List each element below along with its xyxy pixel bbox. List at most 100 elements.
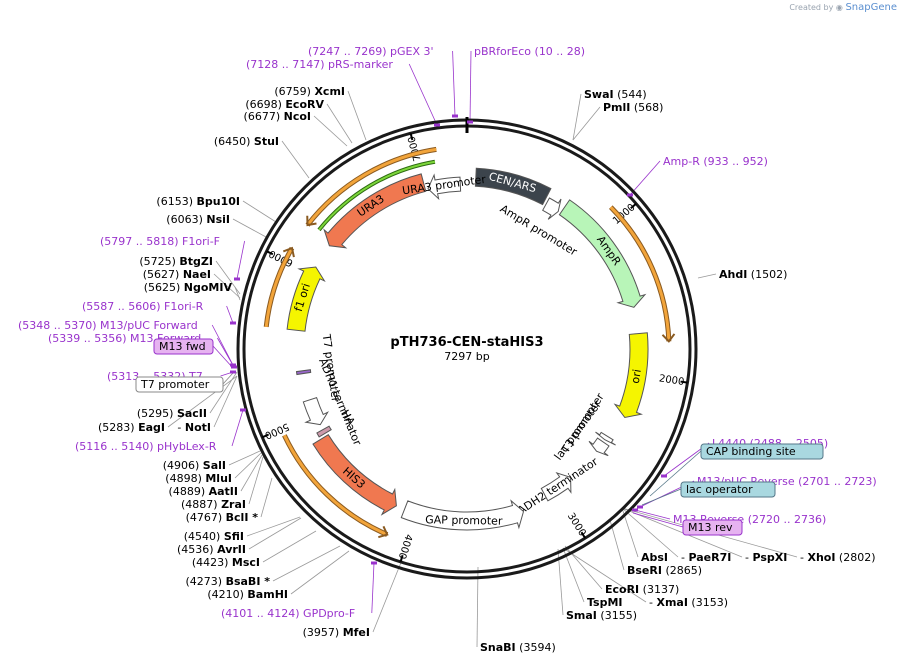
primer-label[interactable]: (5348 .. 5370) M13/pUC Forward <box>18 319 198 332</box>
svg-text:lac operator: lac operator <box>686 483 753 496</box>
enzyme-leader <box>347 90 367 141</box>
svg-text:CAP binding site: CAP binding site <box>706 445 796 458</box>
enzyme-label[interactable]: PmlI (568) <box>603 101 663 114</box>
enzyme-leader <box>234 452 262 479</box>
tick-mark <box>580 531 587 539</box>
enzyme-label[interactable]: (6450) StuI <box>214 135 279 148</box>
feature-ampr[interactable] <box>558 199 647 308</box>
enzyme-label[interactable]: TspMI <box>587 596 623 609</box>
snapgene-logo-icon: ◉ <box>835 3 843 12</box>
enzyme-leader <box>572 106 601 141</box>
enzyme-label[interactable]: (6698) EcoRV <box>245 98 324 111</box>
feature-lacp[interactable] <box>588 437 610 457</box>
feature-cen[interactable] <box>474 167 552 206</box>
boxed-feature-label[interactable]: M13 fwd <box>153 338 214 355</box>
enzyme-label[interactable]: (5725) BtgZI <box>139 255 213 268</box>
tick-mark <box>409 132 414 141</box>
enzyme-label[interactable]: SmaI (3155) <box>566 609 637 622</box>
enzyme-label[interactable]: (4887) ZraI <box>181 498 246 511</box>
enzyme-leader <box>476 566 479 648</box>
svg-text:M13 fwd: M13 fwd <box>159 340 206 353</box>
primer-label[interactable]: (7128 .. 7147) pRS-marker <box>246 58 393 71</box>
feature-ura3p[interactable] <box>427 173 462 201</box>
enzyme-label[interactable]: (5295) SacII <box>137 407 207 420</box>
enzyme-label[interactable]: (5627) NaeI <box>143 268 211 281</box>
boxed-feature-label[interactable]: M13 rev <box>682 519 743 536</box>
feature-ori[interactable] <box>613 332 649 419</box>
feature-label-gap: GAP promoter <box>425 513 503 527</box>
tick-mark <box>261 433 270 439</box>
feature-f1ori[interactable] <box>286 266 326 332</box>
primer-binding-mark <box>230 363 236 367</box>
enzyme-label[interactable]: (4889) AatII <box>169 485 238 498</box>
feature-adh2[interactable] <box>540 471 572 502</box>
enzyme-label[interactable]: (4273) BsaBI * <box>186 575 271 588</box>
enzyme-label[interactable]: (6759) XcmI <box>274 85 345 98</box>
enzyme-label[interactable]: SwaI (544) <box>584 88 647 101</box>
enzyme-label[interactable]: (5283) EagI <box>98 421 165 434</box>
boxed-feature-label[interactable]: T7 promoter <box>135 376 224 393</box>
primer-label[interactable]: (4101 .. 4124) GPDpro-F <box>221 607 355 620</box>
enzyme-label[interactable]: (3957) MfeI <box>303 626 370 639</box>
enzyme-label[interactable]: (6063) NsiI <box>166 213 230 226</box>
enzyme-label[interactable]: (4540) SfiI <box>184 530 244 543</box>
enzyme-leader <box>248 517 302 550</box>
enzyme-label[interactable]: (6153) Bpu10I <box>156 195 240 208</box>
enzyme-label[interactable]: - PspXI <box>745 551 787 564</box>
feature-ha[interactable] <box>316 425 332 438</box>
enzyme-label[interactable]: BseRI (2865) <box>627 564 702 577</box>
feature-ura3[interactable] <box>323 173 427 249</box>
primer-binding-mark <box>230 370 236 374</box>
primer-leader <box>217 337 235 368</box>
enzyme-label[interactable]: (4767) BclI * <box>186 511 259 524</box>
boxed-feature-label[interactable]: CAP binding site <box>700 443 824 460</box>
enzyme-label[interactable]: AbsI <box>641 551 668 564</box>
enzyme-label[interactable]: (4898) MluI <box>165 472 232 485</box>
primer-binding-mark <box>637 505 643 509</box>
tick-label: 7000 <box>407 135 424 162</box>
feature-amprp[interactable] <box>542 197 562 220</box>
primer-label[interactable]: (5797 .. 5818) F1ori-F <box>100 235 220 248</box>
enzyme-leader <box>609 519 625 571</box>
enzyme-label[interactable]: - PaeR7I <box>681 551 731 564</box>
enzyme-label[interactable]: (4210) BamHI <box>207 588 288 601</box>
enzyme-label[interactable]: - XmaI (3153) <box>649 596 728 609</box>
tick-label: 2000 <box>658 373 685 388</box>
enzyme-label[interactable]: (5625) NgoMIV <box>144 281 233 294</box>
feature-gap[interactable] <box>400 499 525 531</box>
enzyme-leader <box>240 454 263 492</box>
enzyme-label[interactable]: (4536) AvrII <box>177 543 246 556</box>
tick-label: 4000 <box>396 533 414 561</box>
primer-leader <box>371 562 375 614</box>
site-labels: SwaI (544)PmlI (568) AhdI (1502) (6759) Xc… <box>18 45 877 654</box>
enzyme-leader <box>562 547 647 603</box>
feature-his3[interactable] <box>312 434 397 516</box>
primer-label[interactable]: (5587 .. 5606) F1ori-R <box>82 300 204 313</box>
enzyme-label[interactable]: EcoRI (3137) <box>605 583 679 596</box>
enzyme-label[interactable]: (4423) MscI <box>192 556 260 569</box>
enzyme-leader <box>290 550 350 595</box>
primer-label[interactable]: Amp-R (933 .. 952) <box>663 155 768 168</box>
enzyme-label[interactable]: AhdI (1502) <box>719 268 787 281</box>
boxed-feature-label[interactable]: lac operator <box>680 481 776 498</box>
enzyme-label[interactable]: (4906) SalI <box>163 459 226 472</box>
feature-t3[interactable] <box>595 431 616 446</box>
feature-t7[interactable] <box>295 369 312 376</box>
primer-leader <box>231 409 244 447</box>
enzyme-label[interactable]: - NotI <box>177 421 211 434</box>
primer-label[interactable]: pBRforEco (10 .. 28) <box>474 45 585 58</box>
enzyme-label[interactable]: - XhoI (2802) <box>800 551 876 564</box>
primer-binding-mark <box>661 474 667 478</box>
primer-label[interactable]: (7247 .. 7269) pGEX 3' <box>308 45 434 58</box>
snapgene-credit: Created by ◉ SnapGene <box>789 2 897 13</box>
box-leader <box>641 488 682 506</box>
feature-adh1[interactable] <box>302 396 329 426</box>
label-leader-lines <box>167 50 798 648</box>
orf-arc <box>609 206 671 342</box>
enzyme-label[interactable]: SnaBI (3594) <box>480 641 556 654</box>
box-leader <box>632 512 684 528</box>
box-leader <box>649 450 702 497</box>
primer-label[interactable]: (5116 .. 5140) pHybLex-R <box>75 440 217 453</box>
enzyme-label[interactable]: (6677) NcoI <box>244 110 311 123</box>
